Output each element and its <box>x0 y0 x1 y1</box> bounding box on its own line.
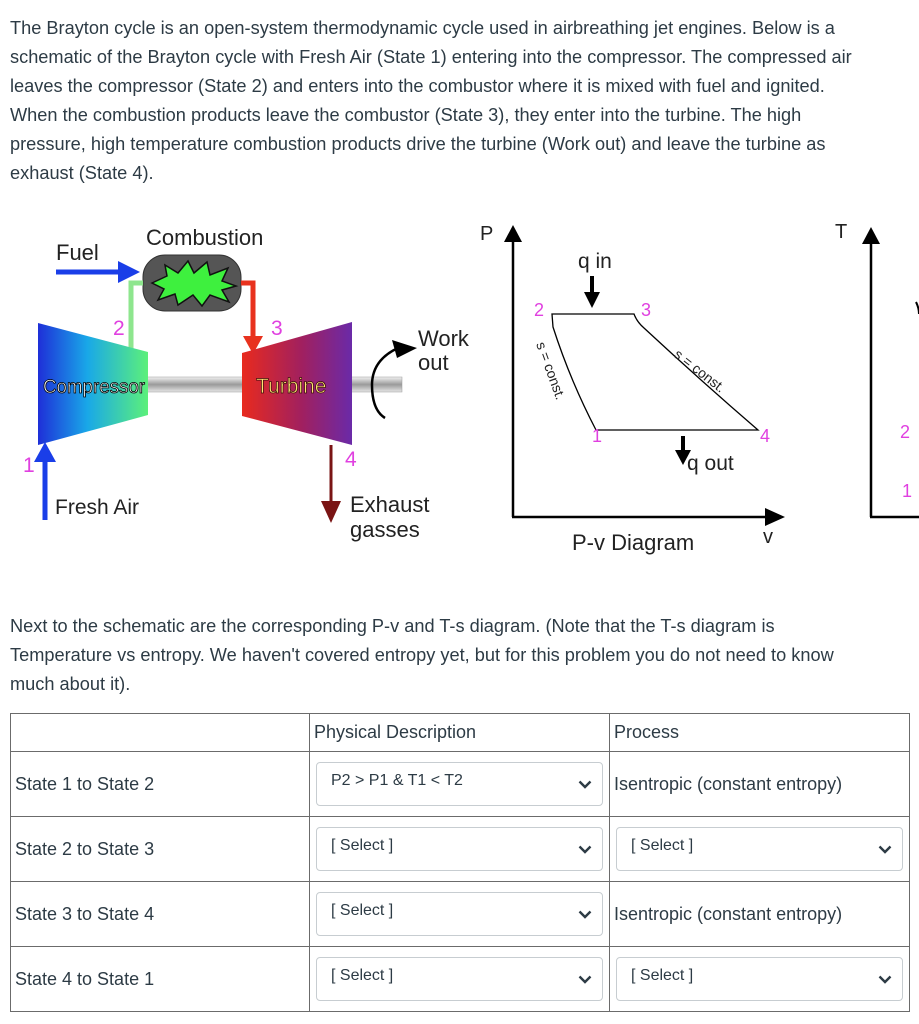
description-select[interactable]: [ Select ] <box>316 892 603 936</box>
work-label: Work <box>418 326 470 351</box>
pv-state-4-label: 4 <box>760 426 770 446</box>
pv-state-3-label: 3 <box>641 300 651 320</box>
pv-const-right-label: s = const. <box>671 346 728 396</box>
pv-diagram: P v P-v Diagram q in q out s = const. s … <box>480 223 785 555</box>
note-line: Next to the schematic are the correspond… <box>10 616 775 636</box>
table-row: State 3 to State 4 [ Select ] Isentropic… <box>10 881 910 947</box>
intro-line: exhaust (State 4). <box>10 163 154 183</box>
process-select[interactable]: [ Select ] <box>616 827 903 871</box>
select-value: P2 > P1 & T1 < T2 <box>331 772 463 789</box>
compressor-label: Compressor <box>43 377 146 398</box>
description-cell: [ Select ] <box>309 881 610 947</box>
pv-q-in-arrow <box>584 276 600 308</box>
pv-const-left-label: s = const. <box>533 340 569 402</box>
chevron-down-icon <box>878 845 892 854</box>
description-cell: [ Select ] <box>309 816 610 882</box>
ts-y-axis-label: T <box>835 221 847 243</box>
pv-cycle-path <box>551 313 760 431</box>
description-select[interactable]: P2 > P1 & T1 < T2 <box>316 762 603 806</box>
pv-x-axis-label: v <box>763 526 773 548</box>
process-cell: [ Select ] <box>609 946 910 1012</box>
description-cell: P2 > P1 & T1 < T2 <box>309 751 610 817</box>
ts-diagram: T 2 1 <box>835 221 919 519</box>
row-label: State 4 to State 1 <box>10 946 310 1012</box>
pv-q-out-label: q out <box>687 452 734 475</box>
brayton-figure: Fuel Combustion Compressor Turbine <box>0 210 919 580</box>
exhaust-arrow <box>321 445 341 523</box>
table-header <box>10 713 310 752</box>
fresh-air-arrow <box>34 442 56 520</box>
fuel-label: Fuel <box>56 240 99 265</box>
select-value: [ Select ] <box>631 837 694 854</box>
compressor <box>38 323 148 445</box>
intro-line: leaves the compressor (State 2) and ente… <box>10 76 825 96</box>
table-header-row: Physical Description Process <box>10 713 910 752</box>
intro-paragraph: The Brayton cycle is an open-system ther… <box>10 14 919 188</box>
row-label: State 1 to State 2 <box>10 751 310 817</box>
state-4-label: 4 <box>345 448 357 471</box>
table-header: Process <box>609 713 910 752</box>
note-line: Temperature vs entropy. We haven't cover… <box>10 645 834 665</box>
ts-state-2-label: 2 <box>900 422 910 442</box>
description-cell: [ Select ] <box>309 946 610 1012</box>
process-cell: [ Select ] <box>609 816 910 882</box>
chevron-down-icon <box>578 975 592 984</box>
process-select[interactable]: [ Select ] <box>616 957 903 1001</box>
fresh-air-label: Fresh Air <box>55 496 139 519</box>
process-text: Isentropic (constant entropy) <box>609 751 910 817</box>
pv-state-2-label: 2 <box>534 300 544 320</box>
chevron-down-icon <box>578 845 592 854</box>
chevron-down-icon <box>578 910 592 919</box>
row-label: State 3 to State 4 <box>10 881 310 947</box>
table-row: State 2 to State 3 [ Select ] [ Select ] <box>10 816 910 882</box>
process-text: Isentropic (constant entropy) <box>609 881 910 947</box>
table-row: State 1 to State 2 P2 > P1 & T1 < T2 Ise… <box>10 751 910 817</box>
chevron-down-icon <box>878 975 892 984</box>
pv-y-axis-label: P <box>480 223 493 245</box>
select-value: [ Select ] <box>331 967 394 984</box>
turbine-label: Turbine <box>256 375 326 398</box>
exhaust-gasses-label: gasses <box>350 517 420 542</box>
pv-state-1-label: 1 <box>592 426 602 446</box>
intro-line: schematic of the Brayton cycle with Fres… <box>10 47 852 67</box>
intro-line: When the combustion products leave the c… <box>10 105 802 125</box>
intro-line: The Brayton cycle is an open-system ther… <box>10 18 835 38</box>
pv-q-in-label: q in <box>578 250 612 273</box>
description-select[interactable]: [ Select ] <box>316 957 603 1001</box>
note-paragraph: Next to the schematic are the correspond… <box>10 612 919 699</box>
combustor-to-turbine-line <box>241 280 263 354</box>
turbine <box>242 322 352 445</box>
ts-state-1-label: 1 <box>902 481 912 501</box>
description-select[interactable]: [ Select ] <box>316 827 603 871</box>
work-arrow <box>370 340 417 420</box>
state-1-label: 1 <box>23 454 35 477</box>
pv-q-out-arrow <box>675 436 691 465</box>
row-label: State 2 to State 3 <box>10 816 310 882</box>
intro-line: pressure, high temperature combustion pr… <box>10 134 826 154</box>
combustor <box>142 254 242 312</box>
work-out-label: out <box>418 350 449 375</box>
state-2-label: 2 <box>113 317 125 340</box>
schematic: Fuel Combustion Compressor Turbine <box>23 225 470 542</box>
select-value: [ Select ] <box>631 967 694 984</box>
note-line: much about it). <box>10 674 131 694</box>
pv-title: P-v Diagram <box>572 530 694 555</box>
fuel-arrow <box>56 261 140 283</box>
process-table: Physical Description Process State 1 to … <box>10 713 910 1012</box>
state-3-label: 3 <box>271 317 283 340</box>
chevron-down-icon <box>578 780 592 789</box>
combustion-label: Combustion <box>146 225 263 250</box>
select-value: [ Select ] <box>331 837 394 854</box>
flame-icon <box>150 259 239 308</box>
table-row: State 4 to State 1 [ Select ] [ Select ] <box>10 946 910 1012</box>
exhaust-label: Exhaust <box>350 492 430 517</box>
select-value: [ Select ] <box>331 902 394 919</box>
brayton-figure-svg: Fuel Combustion Compressor Turbine <box>23 221 919 555</box>
table-header: Physical Description <box>309 713 610 752</box>
